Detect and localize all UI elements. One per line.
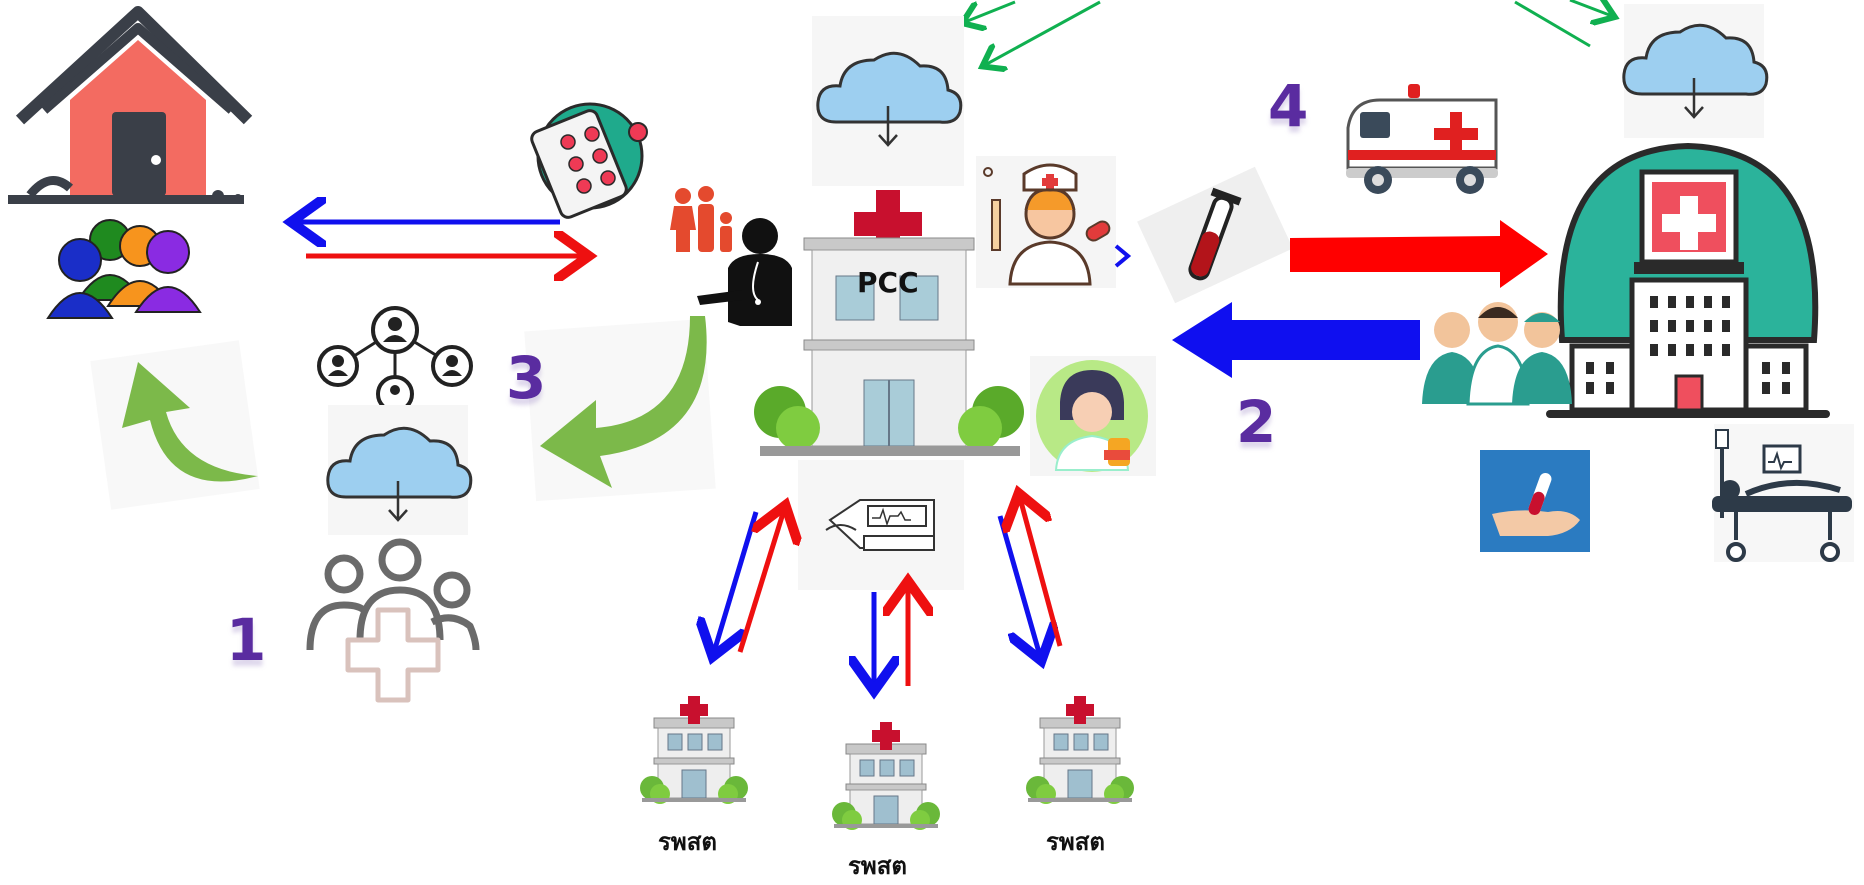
subcenter-label: รพสต [658, 828, 717, 856]
medical-team-icon [1422, 302, 1572, 406]
hospital-icon [1546, 142, 1830, 418]
hospital-referral-arrows [1172, 220, 1548, 378]
network-icon [317, 306, 473, 413]
community-people-icon [46, 219, 202, 319]
small-arrow-right [1114, 244, 1132, 268]
health-center-icon [754, 190, 1024, 456]
nurse-icon [976, 156, 1116, 288]
subcenter-label: รพสต [848, 852, 907, 880]
step-number-3: 3 [506, 344, 547, 412]
cycle-arrow-center [524, 316, 716, 502]
cloud-icon [326, 405, 473, 535]
medicine-pack-icon [530, 102, 648, 219]
home-pcc-arrows [296, 222, 584, 256]
cloud-sync-arrows [965, 0, 1612, 65]
care-group-icon [306, 538, 480, 703]
center-label: PCC [857, 266, 919, 299]
patient-bed-icon [1712, 424, 1854, 562]
cloud-icon [1622, 4, 1769, 138]
ambulance-icon [1346, 84, 1498, 194]
doctor-icon [697, 218, 792, 326]
house-icon [8, 6, 253, 204]
cycle-arrow-left [90, 340, 260, 510]
pharmacist-icon [1030, 356, 1156, 476]
subcenter-label: รพสต [1046, 828, 1105, 856]
family-icon [670, 186, 732, 252]
health-center-icon [831, 721, 941, 831]
health-center-icon [1025, 695, 1135, 805]
ecg-machine-icon [798, 460, 964, 590]
step-number-1: 1 [226, 606, 267, 674]
blood-tube-icon [1137, 166, 1293, 304]
step-number-2: 2 [1236, 388, 1277, 456]
subcenter-arrows [714, 498, 1063, 686]
cloud-icon [812, 16, 964, 186]
step-number-4: 4 [1268, 72, 1309, 140]
health-center-icon [639, 695, 749, 805]
blood-sample-icon [1480, 450, 1590, 552]
